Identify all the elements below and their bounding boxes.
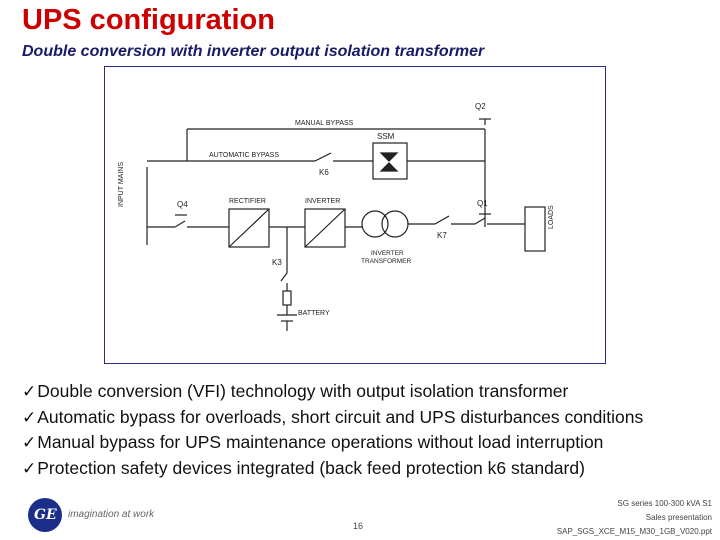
feature-item: ✓Automatic bypass for overloads, short c… bbox=[22, 406, 644, 428]
label-inverter: INVERTER bbox=[305, 198, 340, 205]
label-inverter-transformer-2: TRANSFORMER bbox=[361, 258, 412, 265]
tagline: imagination at work bbox=[68, 509, 155, 520]
document-info: SG series 100-300 kVA S1 Sales presentat… bbox=[557, 497, 712, 539]
label-k3: K3 bbox=[272, 258, 282, 267]
check-icon: ✓ bbox=[22, 407, 37, 428]
ups-diagram: INPUT MAINS MANUAL BYPASS AUTOMATIC BYPA… bbox=[104, 66, 606, 364]
feature-item: ✓Double conversion (VFI) technology with… bbox=[22, 381, 569, 402]
label-automatic-bypass: AUTOMATIC BYPASS bbox=[209, 152, 279, 159]
label-k6: K6 bbox=[319, 168, 329, 177]
label-rectifier: RECTIFIER bbox=[229, 198, 266, 205]
check-icon: ✓ bbox=[22, 382, 37, 402]
label-loads: LOADS bbox=[548, 205, 555, 229]
feature-item: ✓Protection safety devices integrated (b… bbox=[22, 457, 585, 479]
ge-logo: GE bbox=[28, 498, 62, 532]
label-battery: BATTERY bbox=[298, 310, 330, 317]
label-q4: Q4 bbox=[177, 200, 188, 209]
label-manual-bypass: MANUAL BYPASS bbox=[295, 120, 354, 127]
label-k7: K7 bbox=[437, 231, 447, 240]
page-subtitle: Double conversion with inverter output i… bbox=[22, 43, 485, 60]
label-input-mains: INPUT MAINS bbox=[118, 162, 125, 207]
label-inverter-transformer-1: INVERTER bbox=[371, 250, 404, 257]
page-title: UPS configuration bbox=[22, 4, 275, 36]
document-series: SG series 100-300 kVA S1 bbox=[617, 499, 712, 508]
document-filename: SAP_SGS_XCE_M15_M30_1GB_V020.ppt bbox=[556, 527, 712, 536]
feature-item: ✓Manual bypass for UPS maintenance opera… bbox=[22, 432, 604, 453]
check-icon: ✓ bbox=[22, 458, 37, 479]
page-number: 16 bbox=[353, 521, 364, 531]
label-q1: Q1 bbox=[477, 199, 488, 208]
label-ssm: SSM bbox=[377, 132, 395, 141]
check-icon: ✓ bbox=[22, 433, 37, 453]
label-q2: Q2 bbox=[475, 102, 486, 111]
feature-list: ✓Double conversion (VFI) technology with… bbox=[22, 379, 712, 481]
document-type: Sales presentation bbox=[645, 513, 712, 522]
ups-schematic: INPUT MAINS MANUAL BYPASS AUTOMATIC BYPA… bbox=[118, 102, 555, 331]
